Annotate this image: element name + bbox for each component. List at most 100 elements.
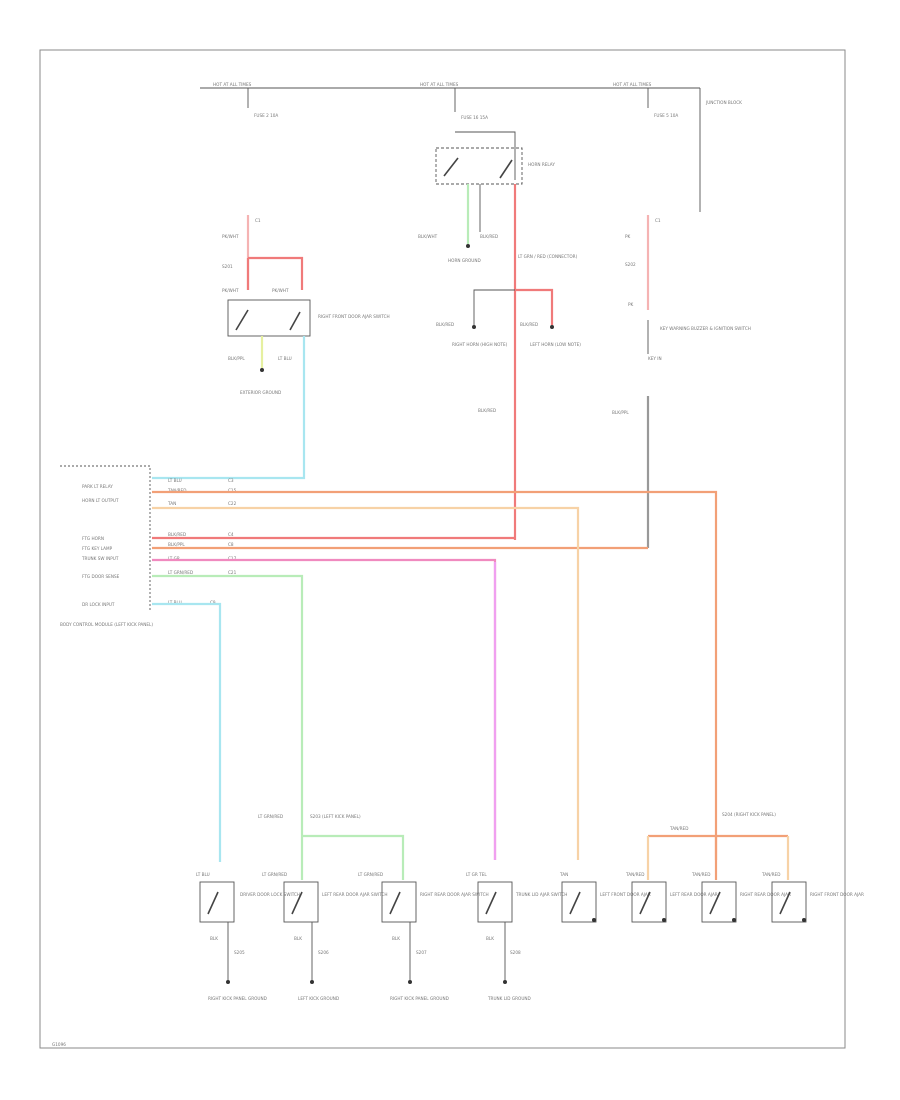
c3-splice: S202 [625,262,636,267]
switch-2-name: LEFT REAR DOOR AJAR SWITCH [322,892,387,897]
pin-wire-6: LT GR [168,556,180,561]
module-pin-1: PARK LT RELAY [82,484,113,489]
horn-right-ground-icon [472,325,476,329]
switch-6-name: LEFT REAR DOOR AJAR [670,892,718,897]
relay-main-wire: BLK/RED [478,408,496,413]
c3-key-in: KEY IN [648,356,662,361]
ground-1-name: RIGHT KICK PANEL GROUND [208,996,267,1001]
c1-ground-wire: BLK/PPL [228,356,245,361]
switch-3-name: RIGHT REAR DOOR AJAR SWITCH [420,892,489,897]
relay-output-label: LT GRN / RED (CONNECTOR) [518,254,578,259]
key-warning-circuit: C1 PK S202 PK KEY WARNING BUZZER & IGNIT… [152,215,751,550]
bottom-wire-5: TAN [559,872,568,877]
horn-relay-label: HORN RELAY [528,162,555,167]
ground-3-wire: BLK [392,936,400,941]
c3-output-wire: BLK/PPL [612,410,629,415]
pin-num-4: C4 [228,532,234,537]
ground-2-splice: S206 [318,950,329,955]
pin-num-5: C8 [228,542,234,547]
module-pin-6: TRUNK SW INPUT [81,556,119,561]
ground-2-name: LEFT KICK GROUND [298,996,339,1001]
bottom-wire-7: TAN/RED [691,872,710,877]
pin-wire-7: LT GRN/RED [168,570,193,575]
ground-1-wire: BLK [210,936,218,941]
c1-splice: S201 [222,264,233,269]
horn-relay-circuit: HORN RELAY BLK/WHT BLK/RED HORN GROUND L… [418,131,581,540]
junction-block-label: JUNCTION BLOCK [705,100,742,105]
right-front-door-ajar-circuit: C1 PK/WHT S201 PK/WHT PK/WHT RIGHT FRONT… [152,215,390,480]
pin-num-1: C3 [228,478,234,483]
pin-wire-2: TAN/RED [167,488,186,493]
ground-4-splice: S208 [510,950,521,955]
ground-2-wire: BLK [294,936,302,941]
relay-wire-1: BLK/WHT [418,234,438,239]
bottom-wire-4: LT GR TEL [466,872,487,877]
horn-right-wire: BLK/RED [520,322,538,327]
switch-8: RIGHT FRONT DOOR AJAR [771,881,864,923]
ground-1-icon [226,980,230,984]
switch-7-name: RIGHT REAR DOOR AJAR [740,892,791,897]
diagram-frame [39,49,846,1049]
bottom-wire-8: TAN/RED [761,872,780,877]
pin-wire-1: LT BLU [168,478,182,483]
fuse-c-header: HOT AT ALL TIMES [613,82,652,87]
switch-2: LEFT REAR DOOR AJAR SWITCH [283,881,387,923]
pin-wire-3: TAN [167,501,176,506]
horn-left-wire: BLK/RED [436,322,454,327]
ground-2-icon [310,980,314,984]
bottom-wire-labels: LT BLU LT GRN/RED LT GRN/RED LT GR TEL T… [196,872,780,877]
switch-4-name: TRUNK LID AJAR SWITCH [515,892,567,897]
switch-7: RIGHT REAR DOOR AJAR [701,881,791,923]
switch-1: DRIVER DOOR LOCK SWITCH [199,881,300,923]
fuse-a-number: FUSE 2 10A [254,113,278,118]
pin-wire-5: BLK/PPL [168,542,185,547]
diagram-code: G1096 [52,1042,66,1047]
c3-switch-name: KEY WARNING BUZZER & IGNITION SWITCH [660,326,751,331]
bottom-switches: DRIVER DOOR LOCK SWITCH LEFT REAR DOOR A… [199,881,864,923]
ground-4-icon [503,980,507,984]
switch-5-name: LEFT FRONT DOOR AJAR [600,892,651,897]
module-title: BODY CONTROL MODULE (LEFT KICK PANEL) [60,622,153,627]
c3-wire-2: PK [628,302,634,307]
c1-wire-3: PK/WHT [272,288,289,293]
left-horn-label: LEFT HORN (LOW NOTE) [530,342,581,347]
bottom-wire-2: LT GRN/RED [262,872,287,877]
c1-output-wire: LT BLU [278,356,292,361]
exterior-ground-label: EXTERIOR GROUND [240,390,281,395]
module-pin-9: DR LOCK INPUT [82,602,115,607]
bottom-grounds: BLK S205 BLK S206 BLK S207 BLK S208 RIGH… [208,922,531,1001]
module-pin-7: FTG DOOR SENSE [82,574,120,579]
c1-wire-2: PK/WHT [222,288,239,293]
horn-ground-label: HORN GROUND [448,258,481,263]
pin-num-6: C17 [228,556,237,561]
switch-6: LEFT REAR DOOR AJAR [631,881,718,923]
pin-wire-8: LT BLU [168,600,182,605]
fuse-c-number: FUSE 5 10A [654,113,678,118]
c1-top-label: C1 [255,218,261,223]
module-pin-5: FTG KEY LAMP [82,546,113,551]
fuse-b-number: FUSE 16 15A [461,115,488,120]
ground-3-icon [408,980,412,984]
ground-icon [260,368,264,372]
pin-num-2: C15 [228,488,237,493]
splice-right-wire: TAN/RED [669,826,688,831]
bottom-wire-3: LT GRN/RED [358,872,383,877]
switch-3: RIGHT REAR DOOR AJAR SWITCH [381,881,489,923]
pin-num-8: C9 [210,600,216,605]
pin-num-3: C22 [228,501,237,506]
ground-1-splice: S205 [234,950,245,955]
relay-wire-2: BLK/RED [480,234,498,239]
c1-wire-1: PK/WHT [222,234,239,239]
c3-wire-1: PK [625,234,631,239]
fuse-a-header: HOT AT ALL TIMES [213,82,252,87]
horn-left-ground-icon [550,325,554,329]
module-wires [152,490,718,862]
ground-3-splice: S207 [416,950,427,955]
bottom-wire-6: TAN/RED [625,872,644,877]
switch-1-name: DRIVER DOOR LOCK SWITCH [240,892,300,897]
splices: S203 (LEFT KICK PANEL) LT GRN/RED S204 (… [258,812,790,880]
pin-num-7: C21 [228,570,237,575]
pin-wire-4: BLK/RED [168,532,186,537]
splice-left-label: S203 (LEFT KICK PANEL) [310,814,361,819]
